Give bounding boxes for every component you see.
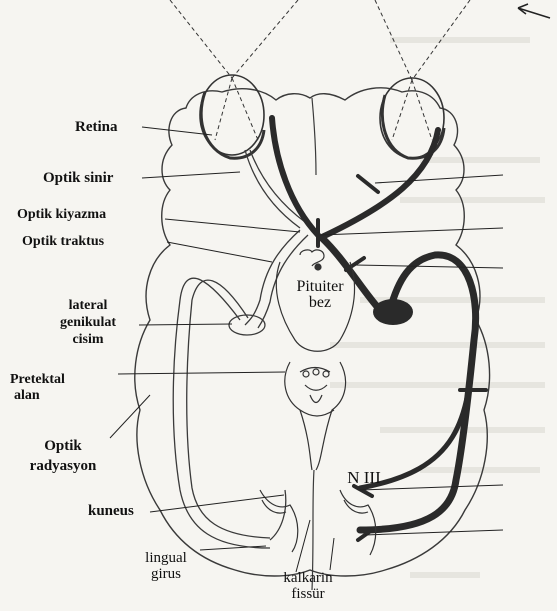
label-pretectal-line1: Pretektal <box>10 372 65 388</box>
label-optic-radiation-line1: Optik <box>18 436 108 456</box>
label-lingual-line2: girus <box>134 566 198 582</box>
label-optic-radiation-line2: radyasyon <box>18 456 108 476</box>
label-pituitary-line1: Pituiter <box>280 279 360 295</box>
longitudinal-fissure <box>312 98 316 590</box>
bleed-through-text <box>330 40 545 575</box>
left-pathway-outline <box>173 150 308 548</box>
label-optic-radiation: Optik radyasyon <box>18 436 108 476</box>
label-lgn-line3: cisim <box>38 331 138 348</box>
label-lingual-line1: lingual <box>134 550 198 566</box>
visual-field-rays <box>170 0 470 140</box>
label-leaders <box>110 127 334 572</box>
label-pretectal: Pretektal alan <box>10 372 65 404</box>
corner-arrow-icon <box>518 4 550 18</box>
label-retina: Retina <box>75 119 118 136</box>
label-calcarine-line2: fissür <box>272 586 344 602</box>
label-calcarine-line1: kalkarin <box>272 570 344 586</box>
label-lingual-gyrus: lingual girus <box>134 550 198 582</box>
label-pituitary: Pituiter bez <box>280 279 360 311</box>
label-cuneus: kuneus <box>88 503 134 520</box>
label-lgn-line1: lateral <box>38 297 138 314</box>
label-optic-nerve: Optik sinir <box>43 170 113 187</box>
label-cranial-nerve: N III <box>334 470 394 486</box>
label-pretectal-line2: alan <box>10 388 65 404</box>
label-lgn-line2: genikulat <box>38 314 138 331</box>
right-lgn <box>373 299 413 325</box>
label-lgn: lateral genikulat cisim <box>38 297 138 348</box>
label-optic-chiasm: Optik kiyazma <box>17 206 106 223</box>
left-eye <box>200 75 264 158</box>
label-optic-tract: Optik traktus <box>22 233 104 250</box>
label-pituitary-line2: bez <box>280 295 360 311</box>
label-calcarine-fissure: kalkarin fissür <box>272 570 344 602</box>
occipital-gyri <box>260 490 376 555</box>
